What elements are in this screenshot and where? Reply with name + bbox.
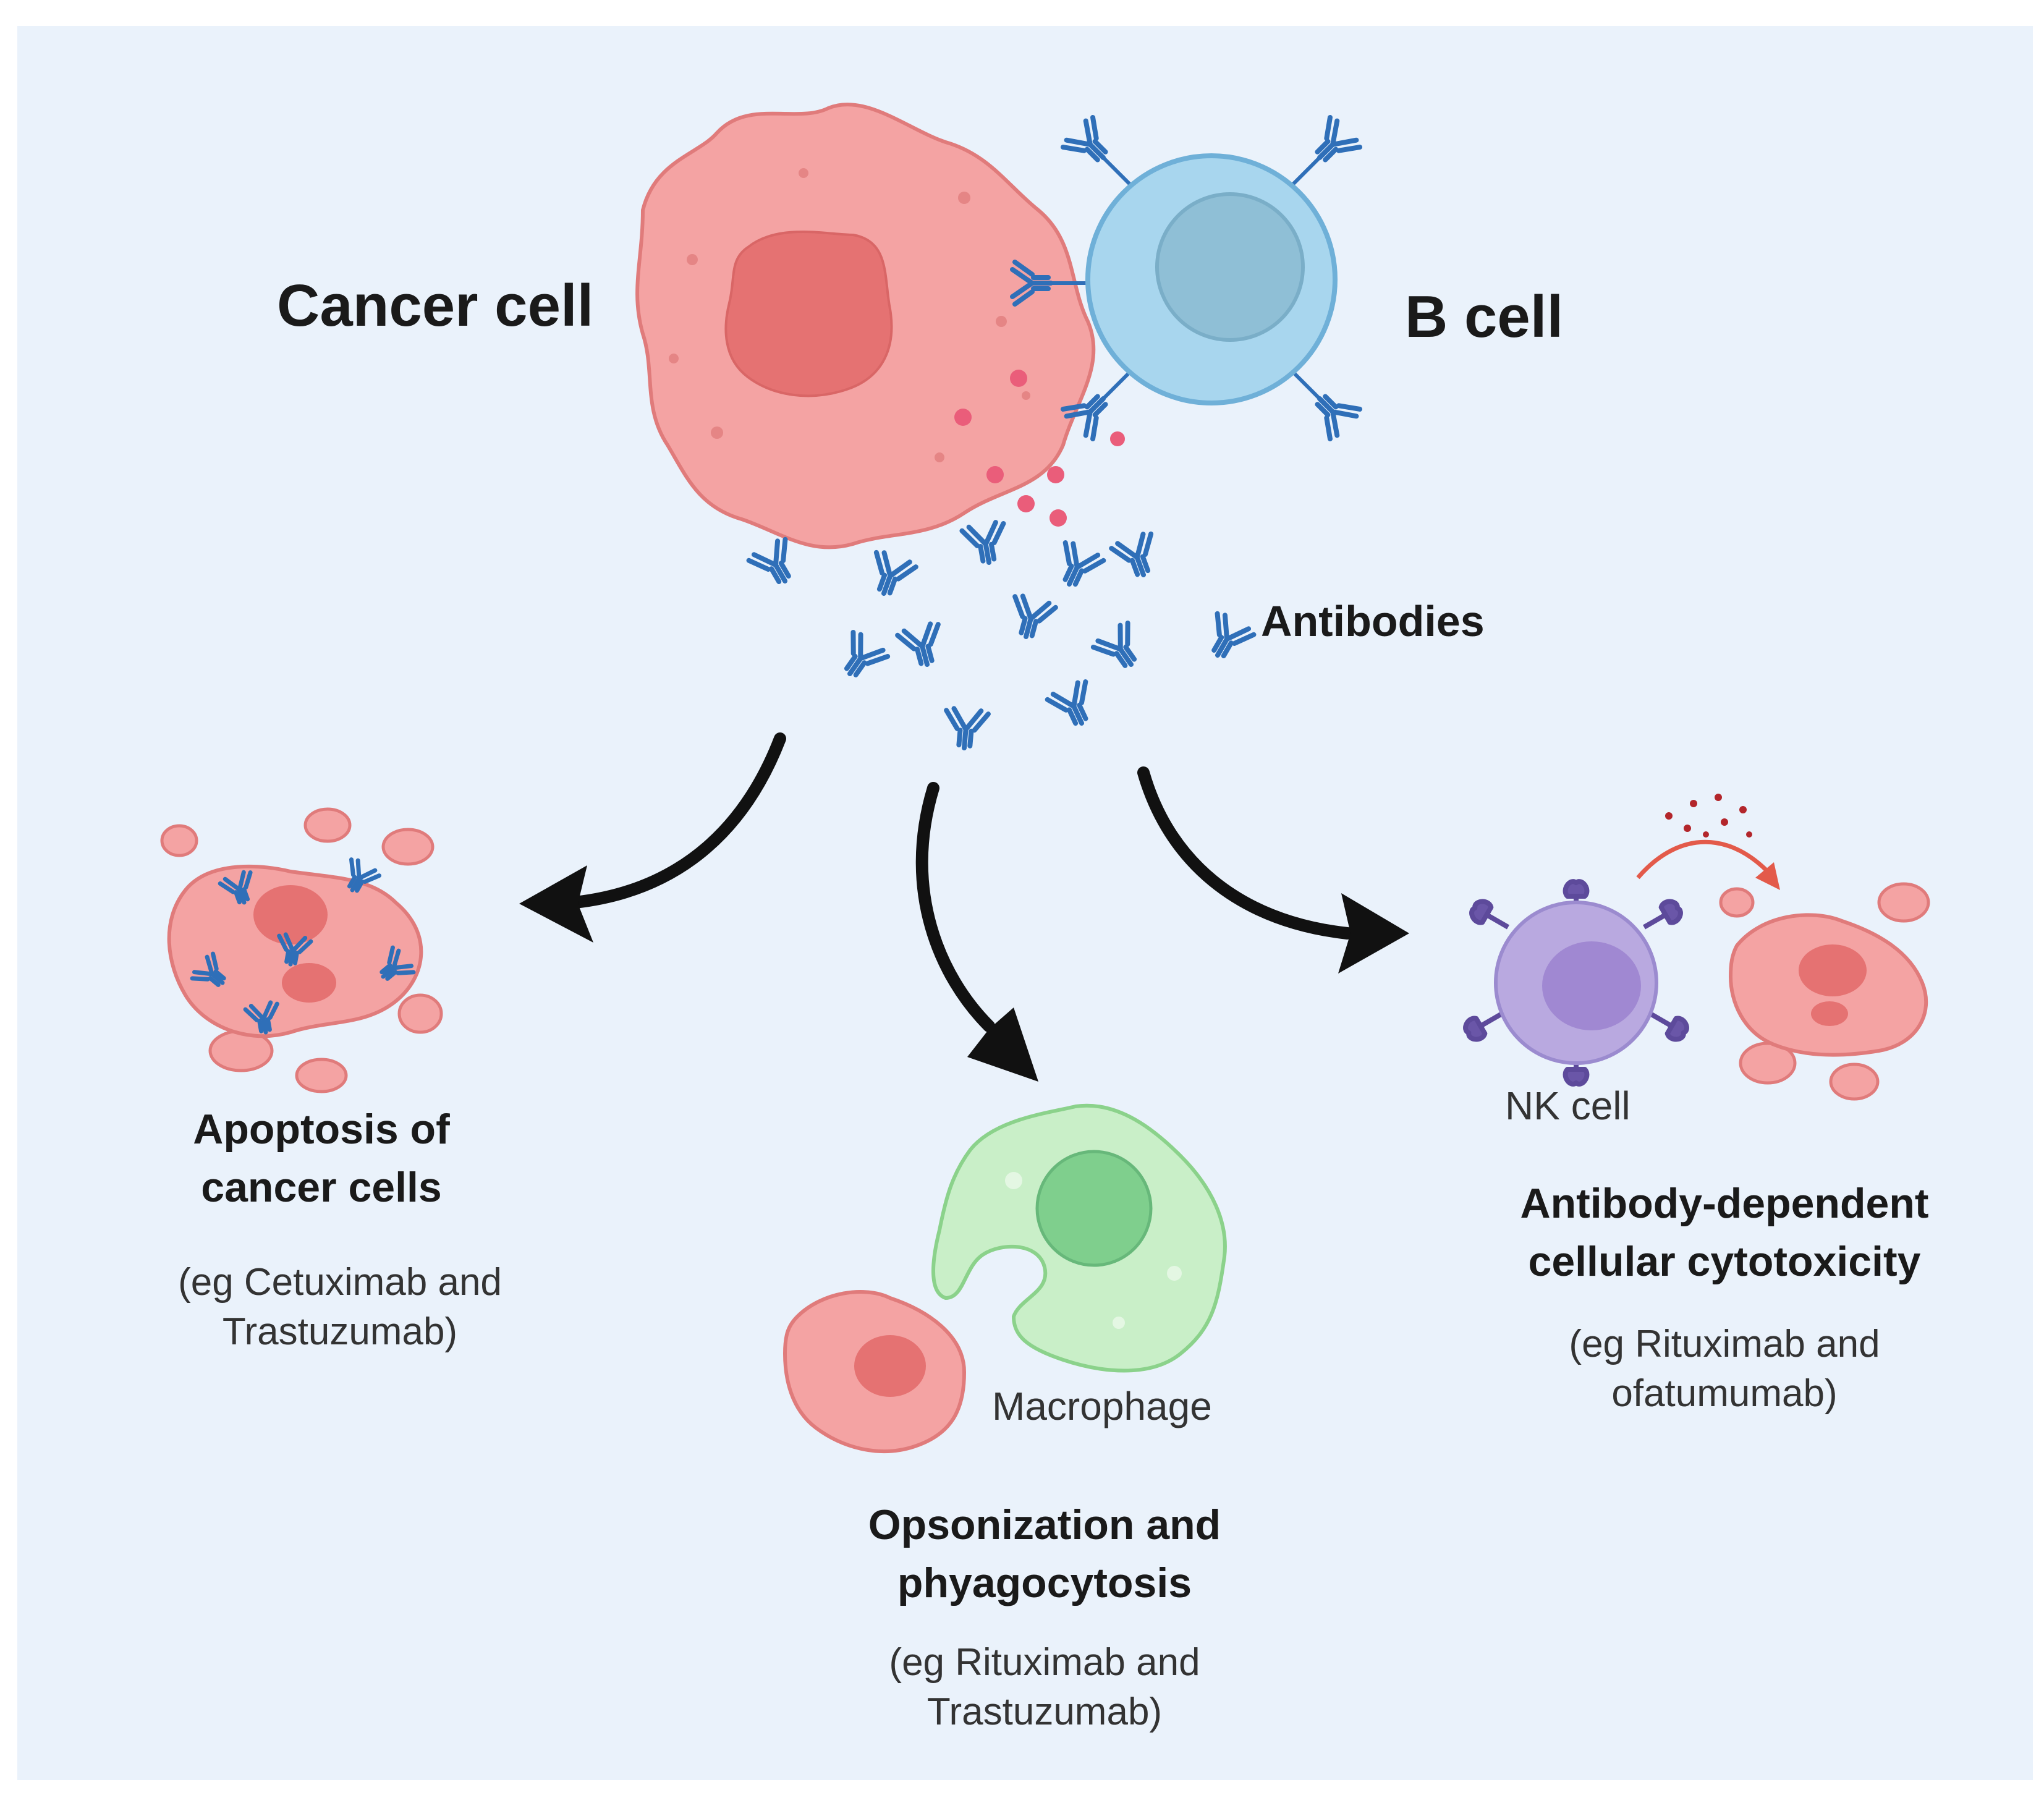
apoptosis-example-line1: (eg Cetuximab and xyxy=(178,1261,502,1304)
nk-cell xyxy=(1462,881,1690,1084)
arrow-to-adcc xyxy=(1137,766,1409,974)
apoptosis-example-line2: Trastuzumab) xyxy=(222,1310,458,1353)
phagocytosed-cancer-cell xyxy=(782,1290,967,1454)
arrow-to-apoptosis xyxy=(519,732,786,943)
b-cell-label: B cell xyxy=(1405,284,1564,350)
cytotoxic-release xyxy=(1636,794,1780,890)
opsonization-example-line2: Trastuzumab) xyxy=(927,1691,1163,1733)
apoptosis-title: Apoptosis of cancer cells xyxy=(117,1100,525,1216)
macrophage-cell xyxy=(931,1103,1227,1373)
cancer-cell-label: Cancer cell xyxy=(277,273,594,339)
adcc-examples: (eg Rituximab and ofatumumab) xyxy=(1483,1320,1966,1419)
opsonization-examples: (eg Rituximab and Trastuzumab) xyxy=(804,1638,1286,1737)
adcc-title-line1: Antibody-dependent xyxy=(1520,1180,1929,1227)
opsonization-title: Opsonization and phyagocytosis xyxy=(797,1496,1292,1612)
macrophage-label: Macrophage xyxy=(992,1384,1212,1428)
apoptosis-title-line2: cancer cells xyxy=(201,1164,442,1211)
opsonization-title-line1: Opsonization and xyxy=(868,1501,1221,1548)
apoptosis-examples: (eg Cetuximab and Trastuzumab) xyxy=(99,1258,581,1357)
adcc-example-line2: ofatumumab) xyxy=(1611,1372,1838,1415)
lysed-target-cell xyxy=(1719,882,1930,1101)
antibodies-label: Antibodies xyxy=(1261,597,1485,645)
opsonization-title-line2: phyagocytosis xyxy=(897,1559,1192,1606)
arrow-to-opsonization xyxy=(915,782,1038,1082)
cancer-cell xyxy=(635,103,1096,549)
adcc-title: Antibody-dependent cellular cytotoxicity xyxy=(1446,1174,2003,1291)
adcc-title-line2: cellular cytotoxicity xyxy=(1528,1238,1921,1285)
apoptosis-title-line1: Apoptosis of xyxy=(193,1106,450,1153)
adcc-example-line1: (eg Rituximab and xyxy=(1569,1323,1880,1365)
nk-cell-label: NK cell xyxy=(1505,1084,1631,1128)
antibodies-cluster xyxy=(748,521,1255,750)
apoptotic-cell xyxy=(160,807,443,1093)
opsonization-example-line1: (eg Rituximab and xyxy=(889,1641,1200,1684)
b-cell xyxy=(1012,116,1362,441)
secreted-particles xyxy=(954,370,1125,527)
